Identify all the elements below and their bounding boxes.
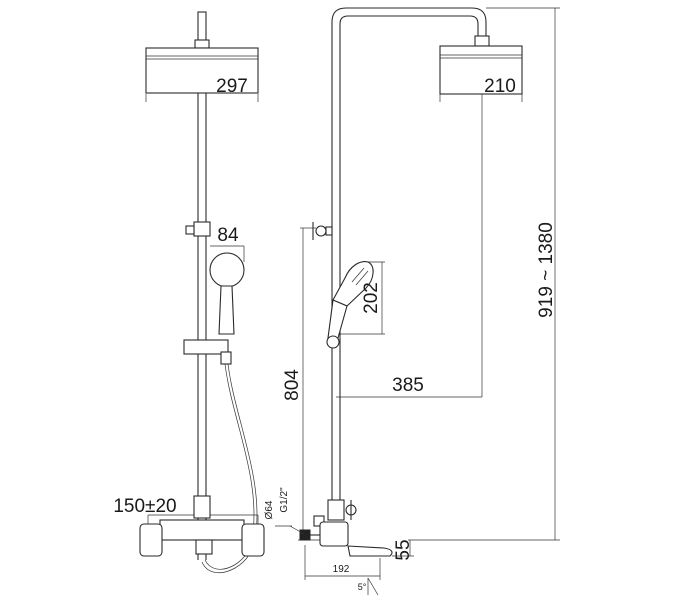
dim-hand-shower-length: 202	[361, 282, 382, 314]
dim-mixer-height: 804	[282, 369, 303, 401]
front-mixer-connector	[193, 495, 211, 519]
front-upper-holder	[193, 221, 211, 237]
front-slide-holder	[183, 339, 229, 355]
dim-hand-shower-diameter: 84	[217, 225, 239, 246]
side-view: 210 385 202 919 ~ 1380 804	[264, 7, 560, 596]
side-upper-knob	[315, 225, 327, 237]
front-head-connector	[194, 39, 210, 49]
side-mixer-body	[319, 521, 349, 547]
dim-inlet-spacing: 150±20	[113, 496, 176, 517]
dim-side-head-width: 210	[484, 76, 516, 97]
front-rain-head	[145, 47, 259, 94]
side-spout	[347, 545, 393, 557]
front-left-handle	[139, 523, 163, 557]
front-top-pipe	[197, 11, 207, 43]
side-rain-head	[439, 45, 523, 95]
dim-angle: 5°	[358, 582, 367, 592]
front-view: 297 84 150±20	[113, 11, 265, 574]
front-hand-shower-handle	[218, 285, 235, 335]
side-wall-inlet	[299, 529, 311, 541]
front-right-handle	[241, 523, 265, 557]
dim-arm-reach: 385	[392, 375, 424, 396]
side-mixer-connector	[327, 499, 345, 521]
dim-connector-diameter: Ø64	[264, 500, 275, 519]
front-mixer-body	[159, 519, 245, 541]
dim-spout-length: 192	[333, 564, 350, 575]
dim-front-head-width: 297	[216, 76, 248, 97]
dim-spout-height: 55	[393, 539, 414, 560]
front-hand-shower-head	[209, 252, 245, 288]
dim-bar-height-range: 919 ~ 1380	[536, 222, 557, 318]
side-slide-holder	[326, 335, 340, 349]
front-spout-connector	[195, 539, 213, 555]
side-bar-outer	[331, 7, 487, 500]
dim-thread-size: G1/2"	[279, 487, 290, 513]
side-head-connector	[474, 35, 490, 47]
